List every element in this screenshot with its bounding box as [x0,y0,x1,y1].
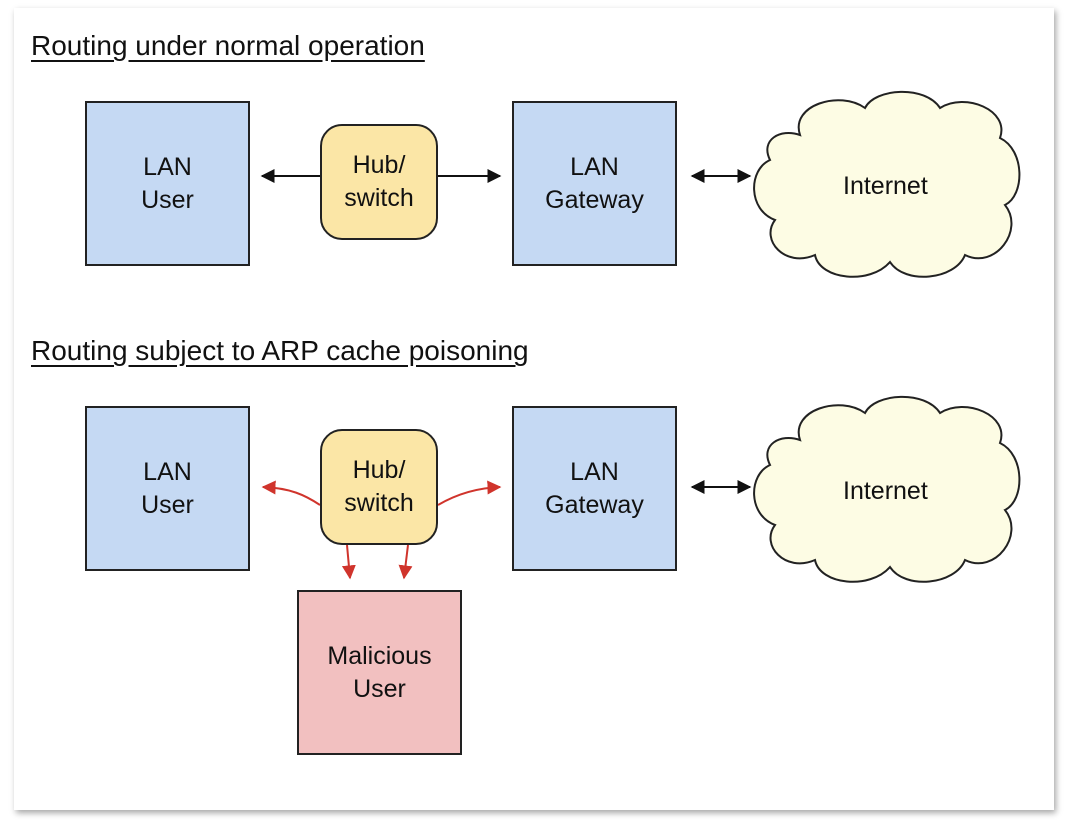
arrow-hub-to-malicious-left [341,544,356,580]
internet-label-poisoned: Internet [843,477,928,505]
internet-cloud-normal [753,90,1021,278]
arrow-hub-to-malicious-right [398,544,413,580]
internet-cloud-poisoned [753,395,1021,583]
lan-user-label-line2: User [141,490,194,519]
hub-switch-box-normal: Hub/switch [320,124,438,240]
hub-label-line2: switch [344,184,414,212]
arrow-hub-to-user-poisoned [261,480,321,506]
lan-gateway-box-normal: LAN Gateway [512,101,677,266]
lan-user-box-normal: LAN User [85,101,250,266]
hub-label-line2: switch [344,489,414,517]
lan-user-label-line1: LAN [143,457,192,486]
gateway-label-line2: Gateway [545,185,644,214]
lan-user-label-line1: LAN [143,152,192,181]
gateway-label-line1: LAN [570,152,619,181]
internet-label-normal: Internet [843,172,928,200]
gateway-label-line2: Gateway [545,490,644,519]
lan-user-label-line2: User [141,185,194,214]
gateway-label-line1: LAN [570,457,619,486]
malicious-label-line1: Malicious [327,641,432,670]
hub-label-line1: Hub/ [352,151,406,179]
arrow-hub-to-gateway-poisoned [437,480,502,506]
malicious-label-line2: User [353,674,406,703]
hub-label-line1: Hub/ [352,456,406,484]
section-title-poisoned: Routing subject to ARP cache poisoning [31,335,529,366]
hub-switch-box-poisoned: Hub/switch [320,429,438,545]
lan-user-box-poisoned: LAN User [85,406,250,571]
lan-gateway-box-poisoned: LAN Gateway [512,406,677,571]
section-title-normal: Routing under normal operation [31,30,425,61]
